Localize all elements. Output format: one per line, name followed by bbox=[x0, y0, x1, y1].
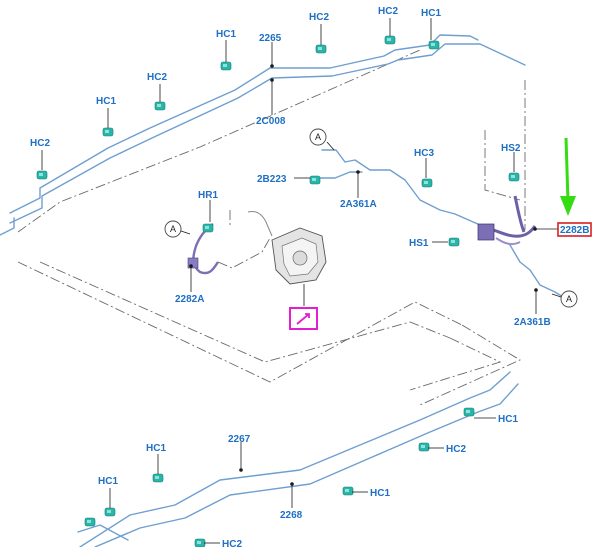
pipe-2265-upper bbox=[9, 34, 479, 214]
caliper-piston bbox=[292, 250, 308, 266]
hose-clips bbox=[36, 35, 520, 547]
part-labels: HC2 HC1 HC2 HC1 HC2 HC2 HC1 2265 2C008 2… bbox=[30, 6, 592, 547]
pipe-2268 bbox=[94, 383, 519, 547]
clip-icon bbox=[463, 407, 475, 417]
pipe-2265-lower bbox=[9, 43, 526, 224]
wrench-arrow-icon[interactable] bbox=[289, 307, 318, 330]
label-hc1-bottom-3[interactable]: HC1 bbox=[370, 488, 390, 499]
pipe-2a361a bbox=[321, 149, 481, 226]
lower-brake-pipes bbox=[77, 371, 519, 547]
frame-lower-outer bbox=[17, 261, 463, 383]
magenta-arrow-glyph bbox=[296, 313, 310, 325]
green-arrow-shaft bbox=[564, 137, 570, 203]
clip-icon bbox=[448, 237, 460, 247]
hose-2282b-fitting bbox=[477, 223, 495, 241]
flex-hose-2282b bbox=[477, 195, 537, 246]
frame-upper-line bbox=[17, 49, 421, 233]
callout-a-right-text: A bbox=[566, 294, 572, 304]
label-hc2-top-2[interactable]: HC2 bbox=[378, 6, 398, 17]
clip-icon bbox=[315, 44, 327, 54]
label-hc3[interactable]: HC3 bbox=[414, 148, 434, 159]
frame-right-outer bbox=[419, 324, 521, 406]
leader-lines bbox=[41, 18, 562, 544]
label-hr1[interactable]: HR1 bbox=[198, 190, 218, 201]
clip-icon bbox=[220, 61, 232, 71]
pipe-2a361b bbox=[509, 244, 569, 301]
label-2268[interactable]: 2268 bbox=[280, 510, 303, 521]
label-hc1-left-2[interactable]: HC1 bbox=[96, 96, 116, 107]
label-hc2-left-3[interactable]: HC2 bbox=[147, 72, 167, 83]
hose-2282a-link bbox=[217, 237, 271, 269]
brake-caliper-icon bbox=[247, 211, 327, 306]
leader-dots bbox=[189, 64, 538, 486]
label-hc1-bottom-2[interactable]: HC1 bbox=[98, 476, 118, 487]
callout-a-top: A bbox=[309, 128, 327, 146]
hose-2282a-fitting bbox=[187, 257, 199, 269]
pipe-left-end bbox=[0, 217, 15, 236]
clip-icon bbox=[36, 170, 48, 180]
clip-icon bbox=[309, 175, 321, 185]
clip-icon bbox=[421, 178, 433, 188]
label-hs2[interactable]: HS2 bbox=[501, 143, 521, 154]
frame-right-inner bbox=[409, 337, 502, 391]
clip-icon bbox=[104, 507, 116, 517]
label-2a361a[interactable]: 2A361A bbox=[340, 199, 377, 210]
clip-icon bbox=[154, 101, 166, 111]
frame-lower-inner bbox=[39, 261, 451, 363]
target-part-box[interactable] bbox=[557, 222, 592, 237]
label-2265[interactable]: 2265 bbox=[259, 33, 282, 44]
clip-icon bbox=[508, 172, 520, 182]
callout-a-right: A bbox=[560, 290, 578, 308]
flex-hose-2282a bbox=[187, 223, 271, 275]
center-pipe-2a361a bbox=[311, 149, 481, 226]
frame-vertical-inner bbox=[484, 130, 521, 201]
clip-icon bbox=[152, 473, 164, 483]
clip-icon bbox=[418, 442, 430, 452]
pipe-lower-left-stub bbox=[77, 524, 129, 541]
hose-2282b-upper bbox=[513, 195, 526, 233]
label-hc1-right[interactable]: HC1 bbox=[498, 414, 518, 425]
green-arrow-head bbox=[560, 196, 576, 216]
label-hc1-top-3[interactable]: HC1 bbox=[421, 8, 441, 19]
clip-icon bbox=[384, 35, 396, 45]
clip-icon bbox=[194, 538, 206, 547]
label-2c008[interactable]: 2C008 bbox=[256, 116, 286, 127]
label-hc2-top-1[interactable]: HC2 bbox=[309, 12, 329, 23]
label-2267[interactable]: 2267 bbox=[228, 434, 251, 445]
label-2a361b[interactable]: 2A361B bbox=[514, 317, 551, 328]
label-hs1[interactable]: HS1 bbox=[409, 238, 429, 249]
callout-a-top-text: A bbox=[315, 132, 321, 142]
label-hc1-left-4[interactable]: HC1 bbox=[216, 29, 236, 40]
hose-2282b-loop bbox=[495, 237, 521, 246]
label-2282b[interactable]: 2282B bbox=[560, 225, 589, 236]
clip-icon bbox=[102, 127, 114, 137]
callout-a-left: A bbox=[164, 220, 182, 238]
label-hc1-bottom-1[interactable]: HC1 bbox=[146, 443, 166, 454]
clip-icon bbox=[202, 223, 214, 233]
upper-brake-pipes bbox=[0, 34, 526, 236]
label-2b223[interactable]: 2B223 bbox=[257, 174, 287, 185]
clip-icon bbox=[342, 486, 354, 496]
label-2282a[interactable]: 2282A bbox=[175, 294, 204, 305]
caliper-bleeder-line bbox=[247, 211, 273, 237]
label-hc2-left-1[interactable]: HC2 bbox=[30, 138, 50, 149]
right-pipe-2a361b bbox=[509, 244, 569, 301]
label-hc2-right[interactable]: HC2 bbox=[446, 444, 466, 455]
pipe-2267 bbox=[79, 371, 511, 547]
pointer-arrow-icon bbox=[560, 137, 576, 216]
frame-rails bbox=[17, 49, 526, 406]
label-hc2-bottom[interactable]: HC2 bbox=[222, 539, 242, 547]
clip-icon bbox=[84, 517, 96, 527]
clip-icon bbox=[428, 40, 440, 50]
pipe-2b223 bbox=[311, 171, 363, 179]
callout-a-left-text: A bbox=[170, 224, 176, 234]
